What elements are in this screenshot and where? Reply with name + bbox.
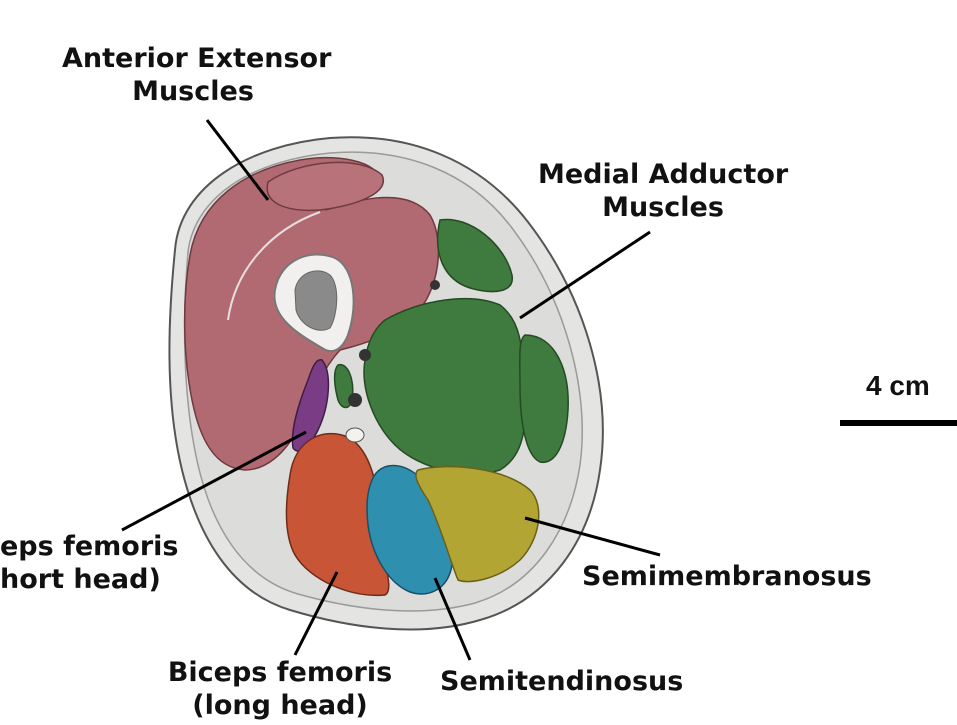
label-semimembranosus-text: Semimembranosus xyxy=(582,560,872,593)
label-semimembranosus: Semimembranosus xyxy=(582,560,872,593)
vessel xyxy=(359,349,371,361)
label-biceps-long-line1: Biceps femoris xyxy=(160,656,400,689)
vessel xyxy=(430,280,440,290)
label-medial-adductor: Medial Adductor Muscles xyxy=(538,158,788,224)
label-medial-line2: Muscles xyxy=(538,191,788,224)
label-medial-line1: Medial Adductor xyxy=(538,158,788,191)
label-semitendinosus: Semitendinosus xyxy=(440,665,683,698)
label-biceps-short-head: eps femoris hort head) xyxy=(0,530,179,596)
label-biceps-short-line2: hort head) xyxy=(0,563,179,596)
scale-bar-label: 4 cm xyxy=(866,370,930,402)
label-semitendinosus-text: Semitendinosus xyxy=(440,665,683,698)
label-anterior-line1: Anterior Extensor xyxy=(62,42,324,75)
sciatic-nerve xyxy=(346,428,364,442)
label-anterior-extensor: Anterior Extensor Muscles xyxy=(62,42,324,108)
label-biceps-long-head: Biceps femoris (long head) xyxy=(160,656,400,722)
vessel xyxy=(348,393,362,407)
label-biceps-short-line1: eps femoris xyxy=(0,530,179,563)
label-biceps-long-line2: (long head) xyxy=(160,689,400,722)
label-anterior-line2: Muscles xyxy=(62,75,324,108)
